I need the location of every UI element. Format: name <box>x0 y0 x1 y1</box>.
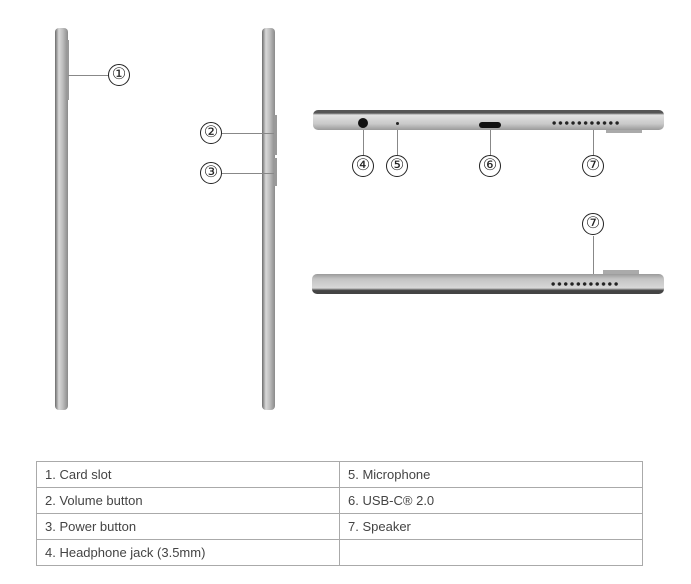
microphone-hole <box>396 122 399 125</box>
callout-3: ③ <box>200 162 222 184</box>
callout-5: ⑤ <box>386 155 408 177</box>
callout-line-4 <box>363 130 364 155</box>
legend-item <box>339 539 643 566</box>
callout-4: ④ <box>352 155 374 177</box>
callout-line-7a <box>593 130 594 155</box>
callout-2: ② <box>200 122 222 144</box>
camera-bump <box>606 130 642 133</box>
callout-6: ⑥ <box>479 155 501 177</box>
tablet-bottom-edge-view <box>312 274 664 294</box>
callout-1: ① <box>108 64 130 86</box>
legend-item: 6. USB-C® 2.0 <box>339 487 643 514</box>
speaker-grille <box>551 121 621 125</box>
speaker-grille-bottom <box>550 282 620 286</box>
camera-bump-bottom <box>603 270 639 274</box>
table-row: 4. Headphone jack (3.5mm) <box>36 539 643 566</box>
power-button <box>274 158 277 186</box>
callout-line-1 <box>68 75 108 76</box>
legend-item: 5. Microphone <box>339 461 643 488</box>
callout-7-bottom: ⑦ <box>582 213 604 235</box>
tablet-left-side-view <box>55 28 68 410</box>
legend-item: 4. Headphone jack (3.5mm) <box>36 539 340 566</box>
headphone-jack <box>358 118 368 128</box>
callout-line-3 <box>222 173 274 174</box>
legend-item: 7. Speaker <box>339 513 643 540</box>
callout-line-6 <box>490 130 491 155</box>
usb-c-port <box>479 122 501 128</box>
tablet-right-side-view <box>262 28 275 410</box>
callout-line-5 <box>397 130 398 155</box>
legend-item: 2. Volume button <box>36 487 340 514</box>
card-slot <box>66 40 69 100</box>
tablet-top-edge-view <box>313 110 664 130</box>
legend-item: 3. Power button <box>36 513 340 540</box>
callout-line-2 <box>222 133 274 134</box>
callout-line-7b <box>593 236 594 274</box>
volume-button <box>274 115 277 155</box>
callout-7-top: ⑦ <box>582 155 604 177</box>
legend-item: 1. Card slot <box>36 461 340 488</box>
